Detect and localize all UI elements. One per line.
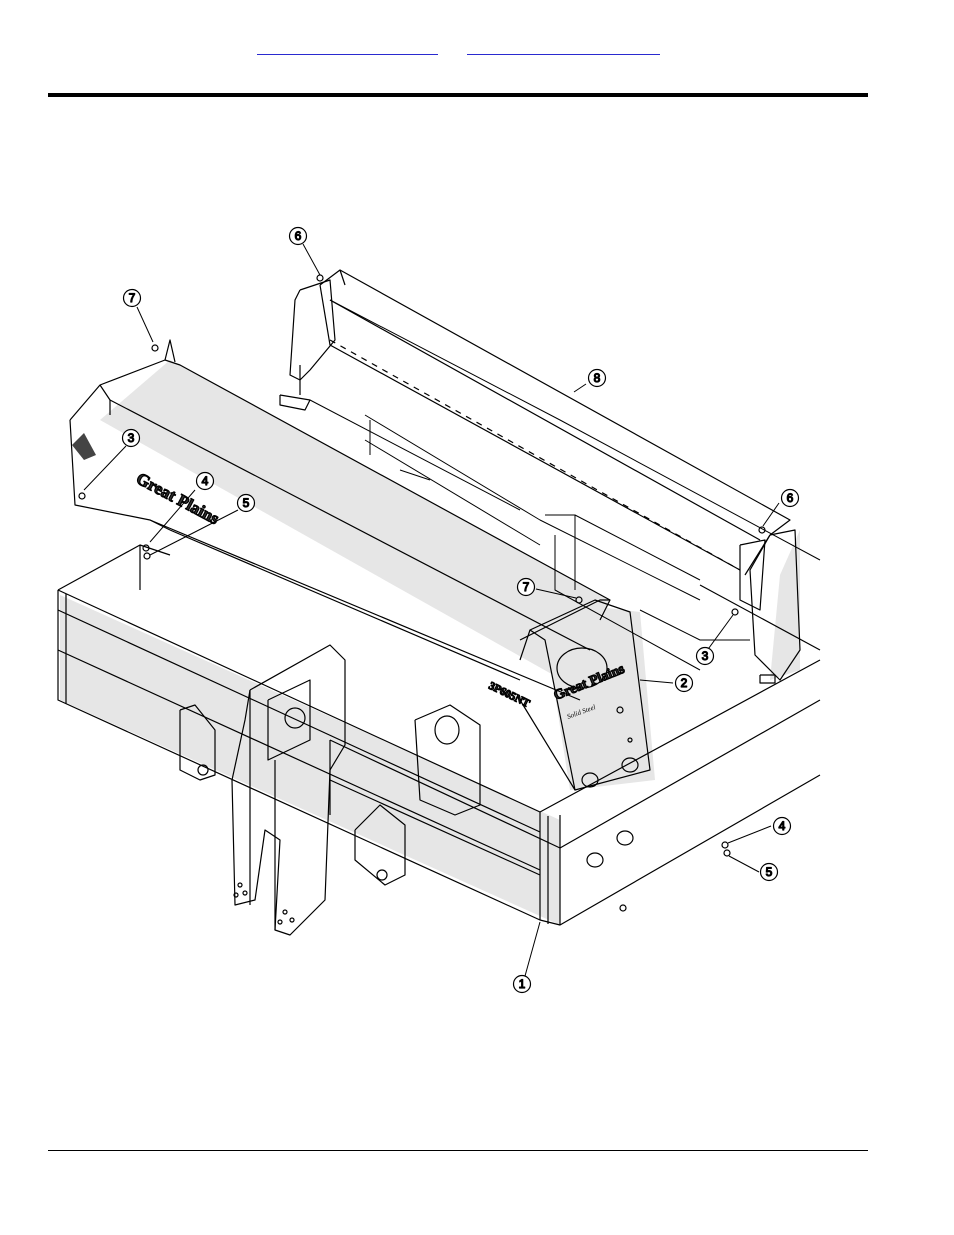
svg-text:8: 8 [594,371,601,385]
callout-3-right: 3 [697,648,714,665]
svg-text:6: 6 [295,229,302,243]
rear-left-bracket [280,280,335,410]
svg-text:3: 3 [128,431,135,445]
svg-text:4: 4 [779,819,786,833]
svg-text:3: 3 [702,649,709,663]
svg-text:3P605NT: 3P605NT [487,680,532,710]
callout-5-left: 5 [238,495,255,512]
callout-6-right: 6 [782,490,799,507]
svg-text:5: 5 [243,496,250,510]
callout-3-left: 3 [123,430,140,447]
svg-text:1: 1 [519,977,526,991]
svg-text:5: 5 [766,865,773,879]
callout-1: 1 [514,976,531,993]
callout-7-left: 7 [124,290,141,307]
callout-6-top: 6 [290,228,307,245]
callout-8: 8 [589,370,606,387]
svg-text:6: 6 [787,491,794,505]
callout-2: 2 [676,675,693,692]
svg-text:2: 2 [681,676,688,690]
callout-4-left: 4 [197,473,214,490]
callout-7-right: 7 [518,579,535,596]
callout-5-right: 5 [761,864,778,881]
callout-4-right: 4 [774,818,791,835]
svg-text:7: 7 [129,291,136,305]
svg-text:4: 4 [202,474,209,488]
svg-text:7: 7 [523,580,530,594]
footer-rule [48,1150,868,1151]
